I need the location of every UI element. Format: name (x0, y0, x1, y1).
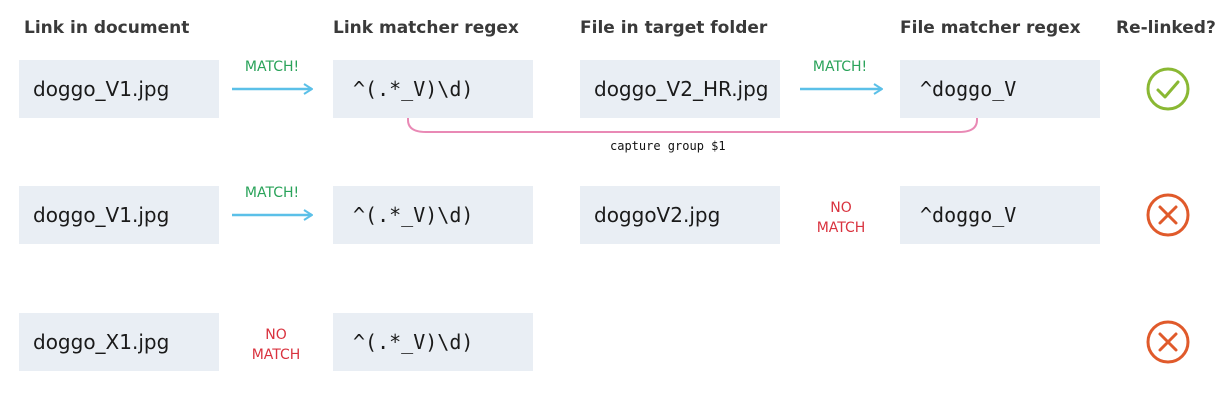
file-regex-row1: ^doggo_V (900, 60, 1100, 118)
file-box-row1: doggo_V2_HR.jpg (580, 60, 780, 118)
x-icon (1146, 193, 1190, 237)
file-regex-row2: ^doggo_V (900, 186, 1100, 244)
link-box-row1: doggo_V1.jpg (19, 60, 219, 118)
link-regex-row2: ^(.*_V)\d) (333, 186, 533, 244)
header-link-in-document: Link in document (24, 18, 190, 38)
file-result-row1: MATCH! (812, 59, 868, 75)
capture-group-label: capture group $1 (610, 139, 726, 153)
link-result-row3: NO MATCH (251, 327, 301, 363)
link-regex-row1: ^(.*_V)\d) (333, 60, 533, 118)
link-regex-row3: ^(.*_V)\d) (333, 313, 533, 371)
header-relinked: Re-linked? (1116, 18, 1216, 38)
link-box-row3: doggo_X1.jpg (19, 313, 219, 371)
x-icon (1146, 320, 1190, 364)
header-file-matcher-regex: File matcher regex (900, 18, 1081, 38)
link-result-row1: MATCH! (244, 59, 300, 75)
file-result-row2: NO MATCH (816, 200, 866, 236)
header-file-in-target-folder: File in target folder (580, 18, 768, 38)
link-box-row2: doggo_V1.jpg (19, 186, 219, 244)
file-box-row2: doggoV2.jpg (580, 186, 780, 244)
header-link-matcher-regex: Link matcher regex (333, 18, 519, 38)
check-icon (1146, 67, 1190, 111)
link-result-row2: MATCH! (244, 185, 300, 201)
